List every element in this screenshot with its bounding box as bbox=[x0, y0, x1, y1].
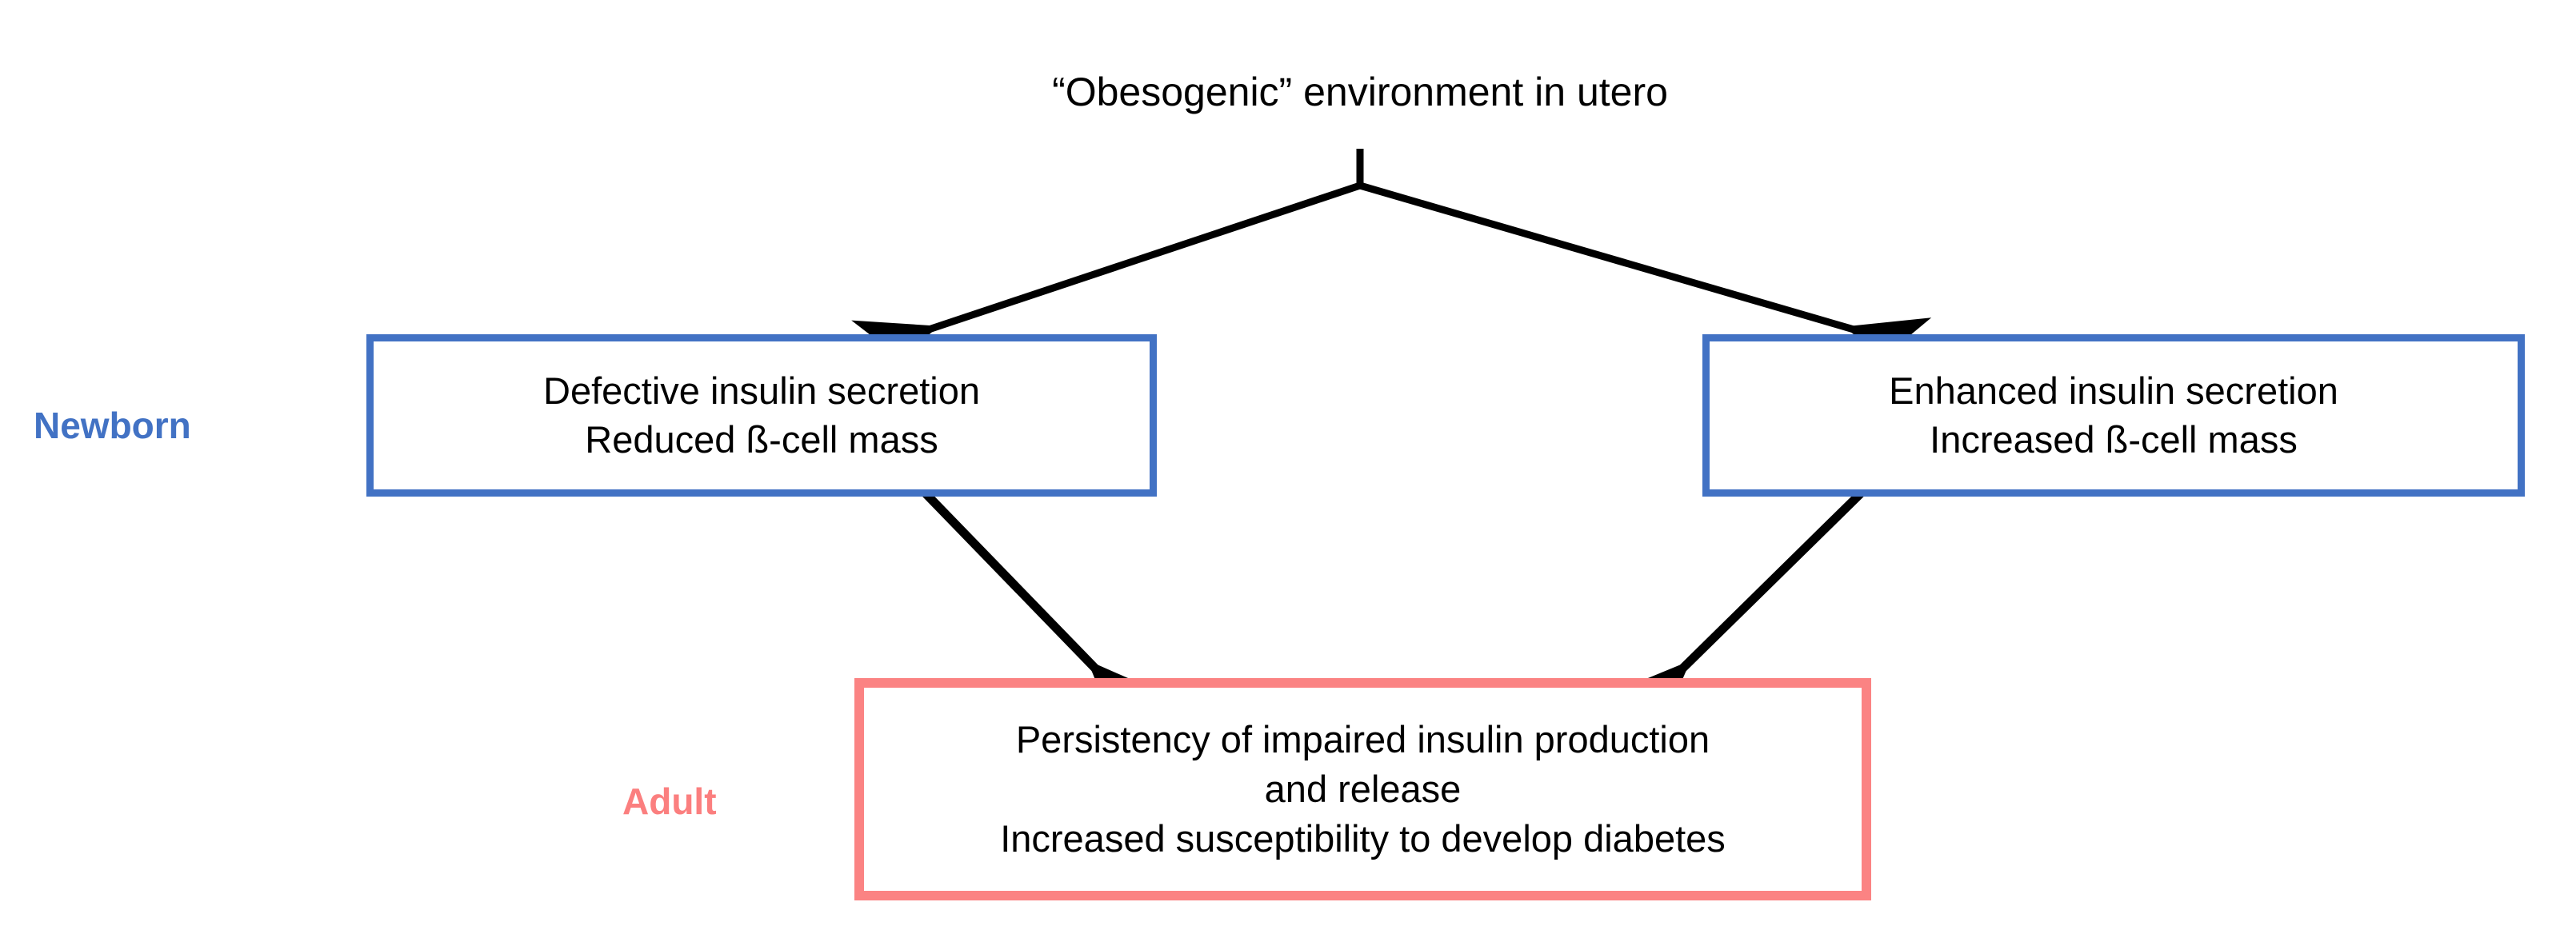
node-line-2: Increased ß-cell mass bbox=[1930, 417, 2298, 461]
node-line-3: Increased susceptibility to develop diab… bbox=[1000, 817, 1726, 860]
arrow-title-to-newborn-left bbox=[851, 182, 1362, 384]
arrow-newborn-right-to-adult bbox=[1591, 487, 1867, 760]
page-title: “Obesogenic” environment in utero bbox=[1052, 70, 1668, 114]
node-line-2: Reduced ß-cell mass bbox=[585, 417, 938, 461]
node-adult-impaired-insulin-production: Persistency of impaired insulin producti… bbox=[854, 678, 1871, 900]
node-line-1: Defective insulin secretion bbox=[543, 369, 980, 413]
arrow-title-to-newborn-right bbox=[1358, 182, 1932, 381]
node-newborn-defective-insulin-secretion: Defective insulin secretion Reduced ß-ce… bbox=[366, 334, 1157, 497]
node-line-1: Enhanced insulin secretion bbox=[1889, 369, 2338, 413]
stage-label-adult: Adult bbox=[622, 780, 717, 822]
arrow-newborn-left-to-adult bbox=[921, 489, 1186, 760]
stage-label-newborn: Newborn bbox=[34, 405, 191, 446]
node-line-1: Persistency of impaired insulin producti… bbox=[1015, 717, 1710, 760]
node-newborn-enhanced-insulin-secretion: Enhanced insulin secretion Increased ß-c… bbox=[1702, 334, 2525, 497]
node-line-2: and release bbox=[1264, 767, 1462, 810]
